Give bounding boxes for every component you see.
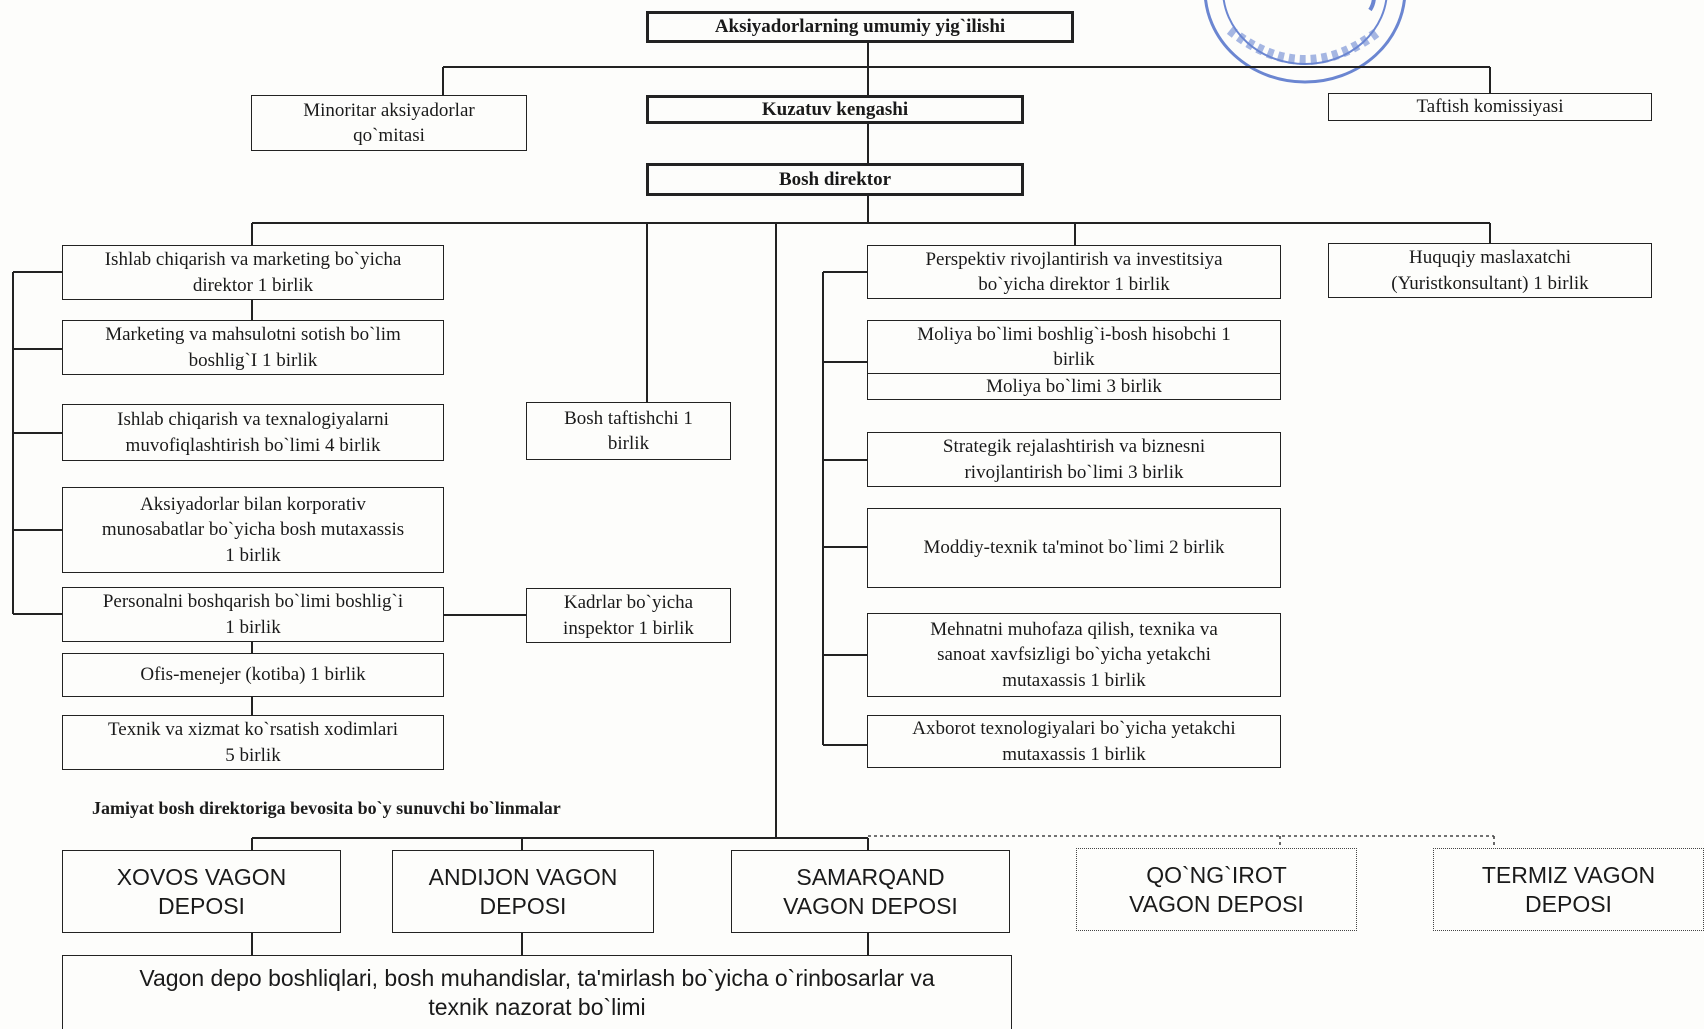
production-tech-coordination-box: Ishlab chiqarish va texnalogiyalarni muv… — [62, 404, 444, 461]
technical-service-staff-box: Texnik va xizmat ko`rsatish xodimlari 5 … — [62, 715, 444, 770]
strategic-planning-box: Strategik rejalashtirish va biznesni riv… — [867, 432, 1281, 487]
depot-qongirot-box: QO`NG`IROT VAGON DEPOSI — [1076, 848, 1357, 931]
shareholders-meeting-box: Aksiyadorlarning umumiy yig`ilishi — [646, 11, 1074, 43]
hr-inspector-box: Kadrlar bo`yicha inspektor 1 birlik — [526, 588, 731, 643]
general-director-box: Bosh direktor — [646, 163, 1024, 196]
depot-termiz-box: TERMIZ VAGON DEPOSI — [1433, 848, 1704, 931]
audit-commission-box: Taftish komissiyasi — [1328, 93, 1652, 121]
production-marketing-director-box: Ishlab chiqarish va marketing bo`yicha d… — [62, 245, 444, 300]
corporate-relations-specialist-box: Aksiyadorlar bilan korporativ munosabatl… — [62, 487, 444, 573]
finance-dept-label: Moliya bo`limi 3 birlik — [986, 375, 1162, 397]
direct-subordination-caption: Jamiyat bosh direktoriga bevosita bo`y s… — [92, 798, 561, 818]
minority-committee-box: Minoritar aksiyadorlar qo`mitasi — [251, 95, 527, 151]
stamp-seal-icon — [1204, 0, 1406, 84]
it-specialist-box: Axborot texnologiyalari bo`yicha yetakch… — [867, 715, 1281, 768]
finance-head-label: Moliya bo`limi boshlig`i-bosh hisobchi 1… — [868, 321, 1280, 374]
depot-samarqand-box: SAMARQAND VAGON DEPOSI — [731, 850, 1010, 933]
supervisory-board-box: Kuzatuv kengashi — [646, 95, 1024, 124]
depot-management-box: Vagon depo boshliqlari, bosh muhandislar… — [62, 955, 1012, 1029]
labor-safety-specialist-box: Mehnatni muhofaza qilish, texnika va san… — [867, 613, 1281, 697]
marketing-sales-head-box: Marketing va mahsulotni sotish bo`lim bo… — [62, 320, 444, 375]
legal-advisor-box: Huquqiy maslaxatchi (Yuristkonsultant) 1… — [1328, 243, 1652, 298]
personnel-management-head-box: Personalni boshqarish bo`limi boshlig`i … — [62, 587, 444, 642]
depot-xovos-box: XOVOS VAGON DEPOSI — [62, 850, 341, 933]
depot-andijon-box: ANDIJON VAGON DEPOSI — [392, 850, 654, 933]
finance-department-box: Moliya bo`limi boshlig`i-bosh hisobchi 1… — [867, 320, 1281, 400]
office-manager-box: Ofis-menejer (kotiba) 1 birlik — [62, 653, 444, 697]
chief-inspector-box: Bosh taftishchi 1 birlik — [526, 402, 731, 460]
logistics-supply-box: Moddiy-texnik ta'minot bo`limi 2 birlik — [867, 508, 1281, 588]
development-investment-director-box: Perspektiv rivojlantirish va investitsiy… — [867, 245, 1281, 299]
